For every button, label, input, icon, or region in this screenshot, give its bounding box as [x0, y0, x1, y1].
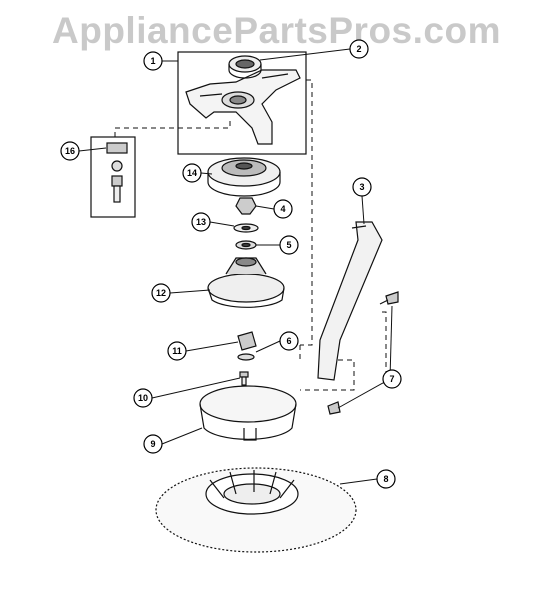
callout-11-circle: [167, 341, 187, 361]
callout-12: 12: [156, 288, 166, 298]
part-group-box-1: [177, 51, 307, 155]
part-group-box-16: [90, 136, 136, 218]
part-bearing-2: [228, 55, 262, 79]
callout-14: 14: [187, 168, 197, 178]
callout-7: 7: [389, 374, 394, 384]
part-hub-1: [185, 69, 301, 145]
part-bolt-7b: [327, 401, 341, 415]
callout-4: 4: [280, 204, 285, 214]
callout-13-circle: [191, 212, 211, 232]
callout-16-circle: [60, 141, 80, 161]
part-screw-10: [239, 371, 249, 386]
callout-3-circle: [352, 177, 372, 197]
part-washer-5: [235, 240, 257, 250]
part-bolt-16: [106, 142, 128, 203]
callout-12-circle: [151, 283, 171, 303]
callout-6-circle: [279, 331, 299, 351]
callout-10-circle: [133, 388, 153, 408]
part-brace-3: [317, 221, 383, 381]
callout-14-circle: [182, 163, 202, 183]
part-washer-13: [233, 223, 259, 233]
part-base-8: [155, 467, 357, 553]
part-clutch-11: [237, 331, 257, 351]
callout-10: 10: [138, 393, 148, 403]
callout-2: 2: [356, 44, 361, 54]
callout-8-circle: [376, 469, 396, 489]
callout-9: 9: [150, 439, 155, 449]
callout-11: 11: [172, 346, 182, 356]
callout-1-circle: [143, 51, 163, 71]
callout-5-circle: [279, 235, 299, 255]
callout-6: 6: [286, 336, 291, 346]
callout-5: 5: [286, 240, 291, 250]
part-bolt-7a: [379, 291, 399, 305]
callout-3: 3: [359, 182, 364, 192]
callout-9-circle: [143, 434, 163, 454]
part-pulley-14: [207, 157, 281, 197]
part-nut-4: [235, 197, 257, 215]
callout-8: 8: [383, 474, 388, 484]
part-washer-6: [237, 353, 255, 361]
callout-13: 13: [196, 217, 206, 227]
callout-1: 1: [150, 56, 155, 66]
callout-2-circle: [349, 39, 369, 59]
callout-numbers: 1 2 3 4 5 6 7 8 9 10 11 12 13 14 16: [65, 44, 395, 484]
dashed-leaders: [114, 79, 387, 391]
callout-7-circle: [382, 369, 402, 389]
callout-circles: [60, 39, 402, 489]
part-shield-9: [199, 385, 297, 441]
watermark-text: AppliancePartsPros.com: [52, 10, 501, 51]
callout-leaders: [78, 48, 393, 485]
callout-16: 16: [65, 146, 75, 156]
part-housing-12: [207, 257, 285, 308]
callout-4-circle: [273, 199, 293, 219]
